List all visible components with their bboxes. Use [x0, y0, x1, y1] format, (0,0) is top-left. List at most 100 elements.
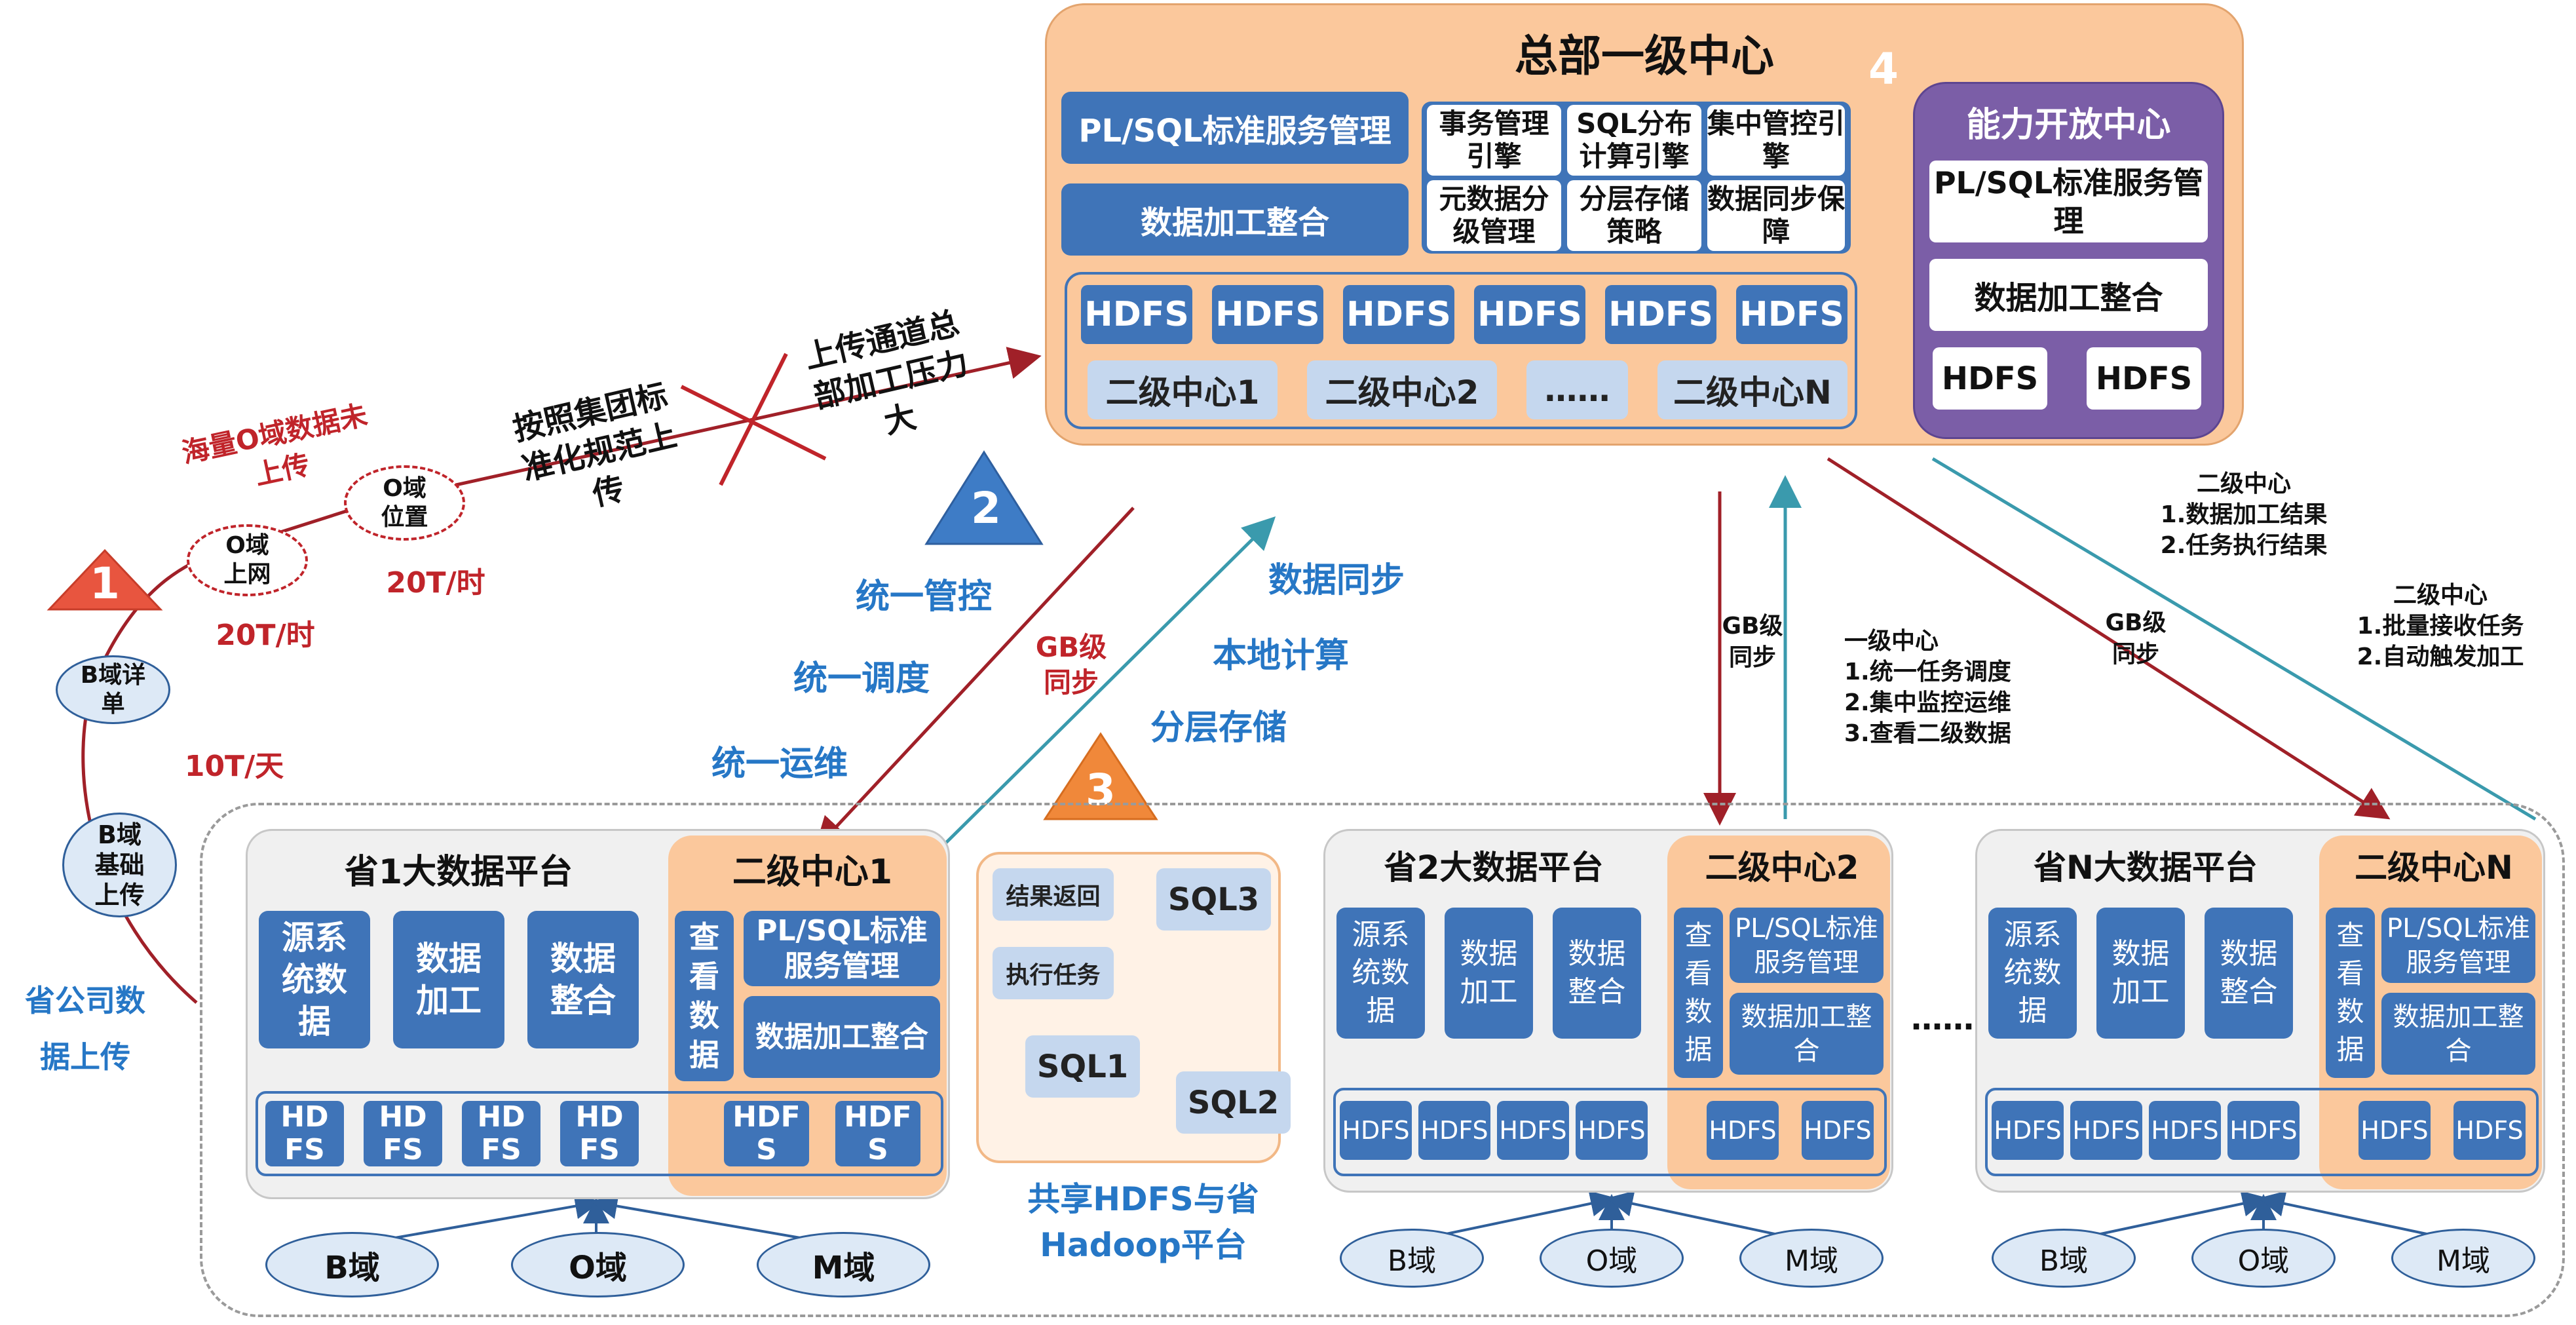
province-upload-label: 省公司数据上传: [25, 983, 145, 1075]
sql3-node: SQL3: [1156, 868, 1271, 931]
hq-sub-center-ellipsis: ……: [1526, 360, 1628, 419]
provN-data-proc: 数据加工: [2096, 908, 2185, 1039]
tiered-storage-label: 分层存储: [1150, 708, 1287, 748]
prov1-data-integ: 数据整合: [527, 911, 639, 1048]
prov1-data-proc: 数据加工: [393, 911, 504, 1048]
badge-2-label: 2: [971, 482, 1001, 533]
o-location-ellipse: O域位置: [344, 465, 465, 541]
prov1-plsql: PL/SQL标准服务管理: [744, 911, 940, 986]
prov2-view-data: 查看数据: [1674, 908, 1723, 1078]
provN-hdfs-1: HDFS: [1992, 1101, 2064, 1160]
prov1-hdfs-1: HDFS: [265, 1101, 344, 1166]
provN-hdfs-4: HDFS: [2227, 1101, 2300, 1160]
prov2-hdfs-4: HDFS: [1576, 1101, 1648, 1160]
prov2-data-proc-integ: 数据加工整合: [1730, 993, 1884, 1075]
prov1-to-hq-arrow: [942, 516, 1276, 847]
prov2-plsql: PL/SQL标准服务管理: [1730, 908, 1884, 983]
prov1-hdfs-4: HDFS: [560, 1101, 639, 1166]
hq-hdfs-panel: [1065, 272, 1857, 429]
badge-2-triangle: [924, 450, 1044, 545]
provN-plsql: PL/SQL标准服务管理: [2381, 908, 2535, 983]
prov1-center-title: 二级中心1: [732, 852, 893, 892]
prov2-src-data: 源系统数据: [1336, 908, 1425, 1039]
unified-control-label: 统一管控: [855, 577, 992, 617]
provN-title: 省N大数据平台: [2034, 849, 2258, 887]
prov1-domain-b: B域: [265, 1232, 439, 1297]
o-net-ellipse: O域上网: [187, 524, 308, 596]
sql-exec-task: 执行任务: [993, 947, 1114, 999]
prov2-hdfs-5: HDFS: [1707, 1101, 1779, 1160]
provN-hdfs-2: HDFS: [2070, 1101, 2142, 1160]
prov1-hdfs-5: HDFS: [724, 1101, 809, 1166]
prov1-view-data: 查看数据: [675, 911, 734, 1081]
engine-data-sync: 数据同步保障: [1707, 180, 1845, 251]
prov2-domain-m: M域: [1739, 1229, 1884, 1288]
prov2-data-integ: 数据整合: [1553, 908, 1641, 1039]
prov1-hdfs-2: HDFS: [364, 1101, 442, 1166]
provN-hdfs-panel: [1985, 1088, 2539, 1176]
provN-hdfs-5: HDFS: [2358, 1101, 2431, 1160]
block-x-line-2: [719, 353, 788, 486]
sql1-node: SQL1: [1025, 1035, 1140, 1098]
hq-title: 总部一级中心: [1515, 31, 1774, 81]
data-sync-label: 数据同步: [1268, 560, 1405, 600]
sql2-node: SQL2: [1176, 1071, 1291, 1134]
badge-3-label: 3: [1086, 764, 1116, 815]
engine-central-control: 集中管控引擎: [1707, 105, 1845, 176]
hq-sub-center-1: 二级中心1: [1088, 360, 1278, 419]
badge-1-label: 1: [90, 558, 120, 609]
capability-hdfs-2: HDFS: [2087, 347, 2201, 410]
local-compute-label: 本地计算: [1212, 636, 1349, 676]
shared-hdfs-label: 共享HDFS与省Hadoop平台: [1027, 1180, 1259, 1264]
prov1-domain-m: M域: [757, 1232, 930, 1297]
hq-plsql-box: PL/SQL标准服务管理: [1061, 92, 1409, 164]
provN-data-proc-integ: 数据加工整合: [2381, 993, 2535, 1075]
hq-to-provN-arrow: [1827, 457, 2391, 820]
provN-domain-o: O域: [2191, 1229, 2336, 1288]
prov2-center-title: 二级中心2: [1705, 849, 1859, 887]
gb-sync-left-label: GB级同步: [1035, 631, 1107, 699]
province-ellipsis: ……: [1911, 1001, 1974, 1037]
hq-hdfs-3: HDFS: [1343, 285, 1454, 344]
engine-sql-distributed: SQL分布计算引擎: [1567, 105, 1701, 176]
provN-hdfs-3: HDFS: [2149, 1101, 2221, 1160]
prov2-hdfs-panel: [1333, 1088, 1887, 1176]
sql-result-return: 结果返回: [993, 868, 1114, 921]
provN-src-data: 源系统数据: [1988, 908, 2077, 1039]
prov2-title: 省2大数据平台: [1384, 849, 1604, 887]
provN-view-data: 查看数据: [2326, 908, 2375, 1078]
prov2-data-proc: 数据加工: [1445, 908, 1533, 1039]
prov2-hdfs-1: HDFS: [1340, 1101, 1412, 1160]
hq-to-prov1-arrow: [814, 507, 1135, 851]
provN-domain-b: B域: [1992, 1229, 2136, 1288]
prov1-hdfs-3: HDFS: [462, 1101, 540, 1166]
b-detail-ellipse: B域详单: [56, 655, 170, 724]
provN-data-integ: 数据整合: [2205, 908, 2293, 1039]
rate-20t-hour-b: 20T/时: [386, 566, 485, 600]
prov1-title: 省1大数据平台: [344, 852, 573, 892]
engine-tiered-storage: 分层存储策略: [1567, 180, 1701, 251]
province-dashed-container: [200, 803, 2565, 1317]
capability-data-proc: 数据加工整合: [1929, 259, 2208, 331]
hq-data-proc-box: 数据加工整合: [1061, 183, 1409, 256]
badge-1-triangle: [47, 548, 163, 611]
provN-center-title: 二级中心N: [2355, 849, 2513, 887]
hq-hdfs-2: HDFS: [1212, 285, 1323, 344]
prov1-data-proc-integ: 数据加工整合: [744, 996, 940, 1078]
hq-sub-center-n: 二级中心N: [1657, 360, 1847, 419]
badge-4-label: 4: [1868, 43, 1899, 94]
prov2-hdfs-3: HDFS: [1497, 1101, 1569, 1160]
level1-notes: 一级中心 1.统一任务调度 2.集中监控运维 3.查看二级数据: [1844, 628, 2011, 747]
level2-tasks-notes: 二级中心 1.批量接收任务 2.自动触发加工: [2357, 582, 2524, 670]
prov1-hdfs-panel: [256, 1091, 943, 1176]
unified-ops-label: 统一运维: [711, 744, 848, 784]
hq-hdfs-1: HDFS: [1081, 285, 1192, 344]
gb-sync-right-label: GB级同步: [2105, 609, 2167, 668]
rate-10t-day: 10T/天: [184, 750, 284, 783]
provN-to-hq-arrow: [1931, 457, 2537, 821]
b-base-upload-ellipse: B域基础上传: [62, 813, 177, 917]
capability-hdfs-1: HDFS: [1933, 347, 2047, 410]
prov2-domain-b: B域: [1340, 1229, 1484, 1288]
prov1-src-data: 源系统数据: [259, 911, 370, 1048]
gb-sync-mid-label: GB级同步: [1722, 613, 1783, 671]
